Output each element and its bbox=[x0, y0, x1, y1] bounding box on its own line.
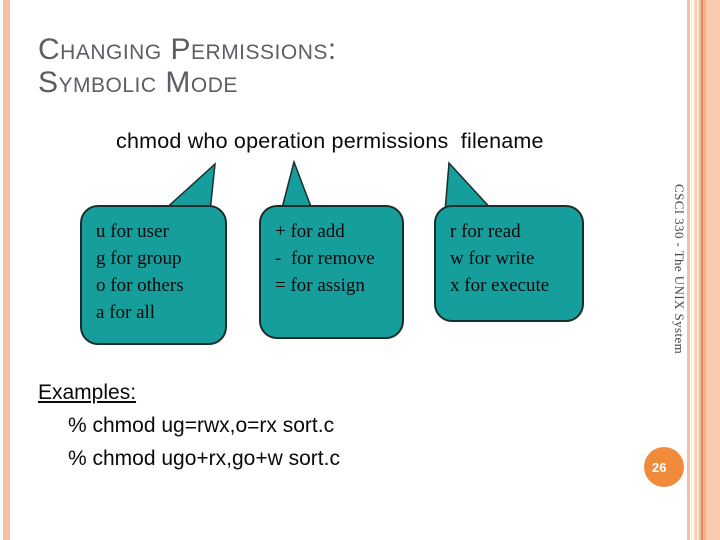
callout-operation: + for add - for remove = for assign bbox=[259, 205, 404, 339]
callout-line: r for read bbox=[450, 221, 521, 242]
course-sidebar-label: CSCI 330 - The UNIX System bbox=[672, 184, 687, 355]
stripe bbox=[706, 0, 720, 540]
left-accent-stripe bbox=[3, 0, 10, 540]
stripe bbox=[701, 0, 703, 540]
slide-number: 26 bbox=[652, 459, 667, 475]
callout-line: a for all bbox=[96, 302, 156, 323]
slide-title: Changing Permissions: Symbolic Mode bbox=[38, 33, 337, 99]
callout-line: w for write bbox=[450, 248, 535, 269]
title-line-1: Changing Permissions: bbox=[38, 33, 337, 66]
examples-heading: Examples: bbox=[38, 381, 137, 404]
stripe bbox=[687, 0, 690, 540]
callout-line: x for execute bbox=[450, 275, 550, 296]
stripe bbox=[690, 0, 692, 540]
example-command-1: % chmod ug=rwx,o=rx sort.c bbox=[68, 414, 335, 437]
callout-line: u for user bbox=[96, 221, 169, 242]
stripe bbox=[699, 0, 701, 540]
chmod-syntax-text: chmod who operation permissions filename bbox=[116, 129, 544, 153]
slide-number-badge: 26 bbox=[644, 447, 684, 487]
title-line-2: Symbolic Mode bbox=[38, 66, 238, 99]
examples-section: Examples: % chmod ug=rwx,o=rx sort.c % c… bbox=[38, 381, 340, 480]
stripe bbox=[694, 0, 697, 540]
callout-line: o for others bbox=[96, 275, 184, 296]
callout-line: g for group bbox=[96, 248, 182, 269]
callout-line: = for assign bbox=[275, 275, 365, 296]
callout-line: - for remove bbox=[275, 248, 375, 269]
example-command-2: % chmod ugo+rx,go+w sort.c bbox=[68, 447, 340, 470]
callout-line: + for add bbox=[275, 221, 345, 242]
stripe bbox=[697, 0, 699, 540]
stripe bbox=[702, 0, 706, 540]
callout-who: u for user g for group o for others a fo… bbox=[80, 205, 227, 345]
callout-permissions: r for read w for write x for execute bbox=[434, 205, 584, 322]
